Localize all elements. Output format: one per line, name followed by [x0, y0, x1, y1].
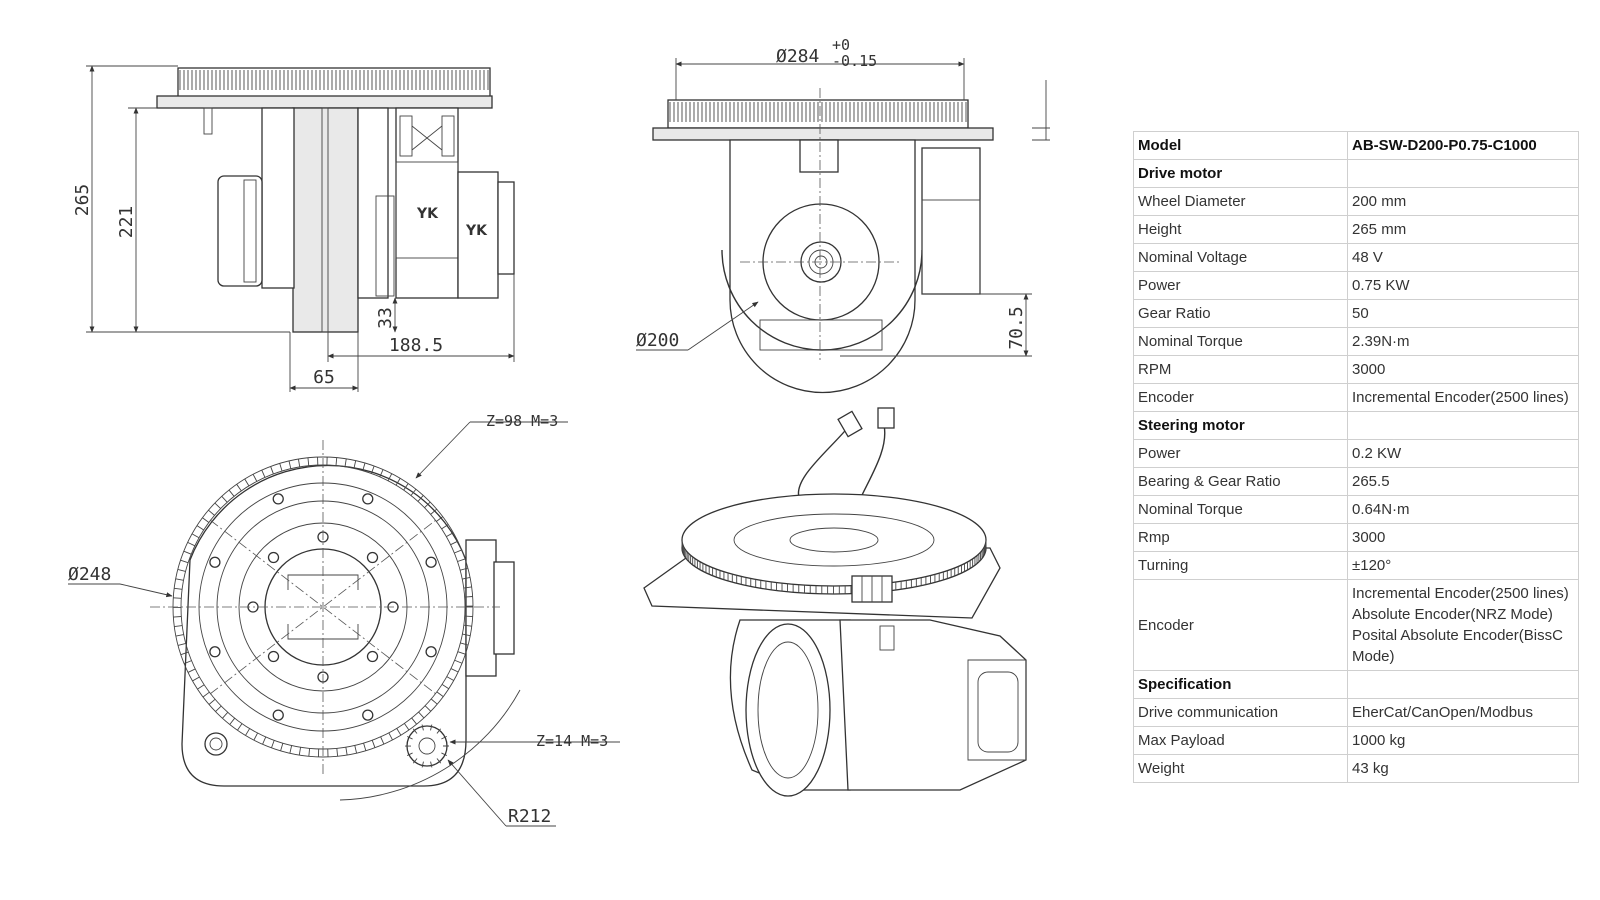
spec-section-row: Steering motor	[1133, 411, 1579, 440]
dim-221: 221	[116, 206, 137, 239]
spec-value: 0.64N·m	[1347, 495, 1579, 524]
dim-284-tol-upper: +0	[832, 36, 850, 54]
spec-key: Rmp	[1133, 523, 1348, 552]
spec-value: AB-SW-D200-P0.75-C1000	[1347, 131, 1579, 160]
spec-value	[1347, 159, 1579, 188]
spec-value: 43 kg	[1347, 754, 1579, 783]
spec-value: Incremental Encoder(2500 lines) Absolute …	[1347, 579, 1579, 671]
spec-value: 48 V	[1347, 243, 1579, 272]
front-view: Ø284 +0 -0.15 70.5 Ø200	[636, 36, 1050, 394]
spec-value: 50	[1347, 299, 1579, 328]
spec-key: Model	[1133, 131, 1348, 160]
spec-key: Steering motor	[1133, 411, 1348, 440]
bottom-view: Z=98 M=3 Z=14 M=3 Ø248 R212	[68, 412, 620, 827]
spec-value-line: Mode)	[1352, 648, 1395, 665]
callout-big-gear: Z=98 M=3	[486, 412, 558, 430]
spec-key: Nominal Torque	[1133, 327, 1348, 356]
spec-key: Max Payload	[1133, 726, 1348, 755]
spec-value: 0.75 KW	[1347, 271, 1579, 300]
spec-key: Nominal Torque	[1133, 495, 1348, 524]
spec-value: 265 mm	[1347, 215, 1579, 244]
spec-value: 3000	[1347, 523, 1579, 552]
isometric-view	[643, 407, 1027, 797]
spec-value: 2.39N·m	[1347, 327, 1579, 356]
technical-drawing: YK YK 265 221 33 188.5 65	[68, 36, 1050, 827]
dim-70-5: 70.5	[1006, 306, 1027, 349]
dim-284-tol-lower: -0.15	[832, 52, 877, 70]
spec-key: Wheel Diameter	[1133, 187, 1348, 216]
spec-value: ±120°	[1347, 551, 1579, 580]
spec-key: Specification	[1133, 670, 1348, 699]
dim-284: Ø284	[776, 46, 819, 67]
pinion-teeth	[404, 724, 450, 768]
dim-212: R212	[508, 806, 551, 827]
spec-key: Drive communication	[1133, 698, 1348, 727]
spec-value: 0.2 KW	[1347, 439, 1579, 468]
motor-label-2: YK	[465, 223, 488, 239]
spec-key: Height	[1133, 215, 1348, 244]
spec-key: Bearing & Gear Ratio	[1133, 467, 1348, 496]
spec-value	[1347, 670, 1579, 699]
spec-key: Encoder	[1133, 579, 1348, 671]
spec-key: Power	[1133, 271, 1348, 300]
dim-248: Ø248	[68, 564, 111, 585]
spec-value-line: Incremental Encoder(2500 lines)	[1352, 585, 1569, 602]
dim-265: 265	[72, 184, 93, 217]
spec-key: RPM	[1133, 355, 1348, 384]
big-gear-teeth	[172, 457, 474, 757]
spec-section-row: Specification	[1133, 670, 1579, 699]
side-gear-teeth	[179, 70, 489, 90]
spec-value	[1347, 411, 1579, 440]
spec-section-row: Drive motor	[1133, 159, 1579, 188]
spec-key: Power	[1133, 439, 1348, 468]
spec-key: Encoder	[1133, 383, 1348, 412]
dim-188-5: 188.5	[389, 335, 443, 356]
spec-key: Weight	[1133, 754, 1348, 783]
dim-65: 65	[313, 367, 335, 388]
spec-value: EherCat/CanOpen/Modbus	[1347, 698, 1579, 727]
spec-key: Gear Ratio	[1133, 299, 1348, 328]
spec-value: 265.5	[1347, 467, 1579, 496]
spec-value-line: Posital Absolute Encoder(BissC	[1352, 627, 1563, 644]
spec-row: Turning±120°	[1133, 551, 1579, 580]
spec-value: 3000	[1347, 355, 1579, 384]
spec-value: 1000 kg	[1347, 726, 1579, 755]
spec-value: Incremental Encoder(2500 lines)	[1347, 383, 1579, 412]
spec-key: Drive motor	[1133, 159, 1348, 188]
spec-key: Turning	[1133, 551, 1348, 580]
motor-label-1: YK	[416, 206, 439, 222]
dim-33: 33	[375, 307, 396, 329]
front-gear-teeth	[669, 102, 967, 122]
callout-small-gear: Z=14 M=3	[536, 732, 608, 750]
spec-value: 200 mm	[1347, 187, 1579, 216]
dim-200: Ø200	[636, 330, 679, 351]
side-view: YK YK 265 221 33 188.5 65	[72, 65, 515, 392]
spec-key: Nominal Voltage	[1133, 243, 1348, 272]
spec-value-line: Absolute Encoder(NRZ Mode)	[1352, 606, 1553, 623]
